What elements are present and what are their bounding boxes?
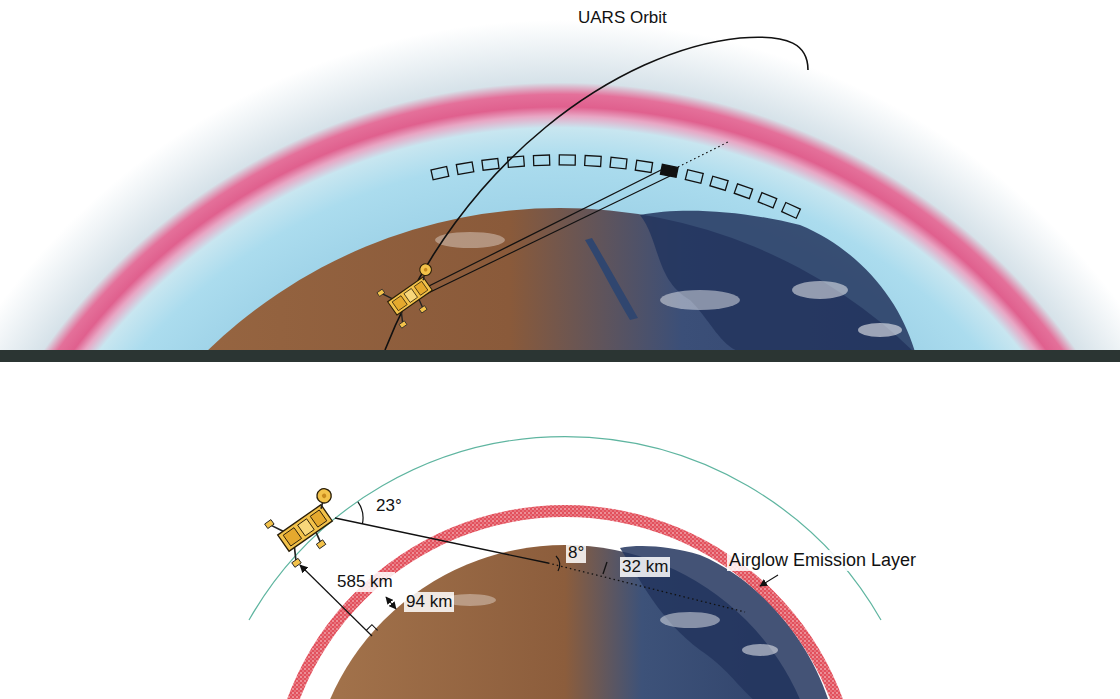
tangent-height-label: 32 km [620,557,670,577]
altitude-label: 94 km [404,592,454,612]
layer-label: Airglow Emission Layer [727,550,918,571]
orbit-path [385,37,808,350]
orbit-label: UARS Orbit [578,8,667,28]
orbit-arc [249,437,881,620]
uars-satellite [377,259,450,328]
uars-satellite [265,483,354,568]
atmosphere-layers [0,20,1120,350]
angle-label: 8° [566,543,586,563]
divider-bar [0,350,1120,362]
angle-label: 23° [374,496,404,516]
geometry-lines [300,502,778,636]
altitude-label: 585 km [335,572,395,592]
airglow-layer [269,505,861,699]
top-panel [0,20,1120,350]
line-of-sight [422,142,728,296]
limb-view-boxes [431,155,800,218]
